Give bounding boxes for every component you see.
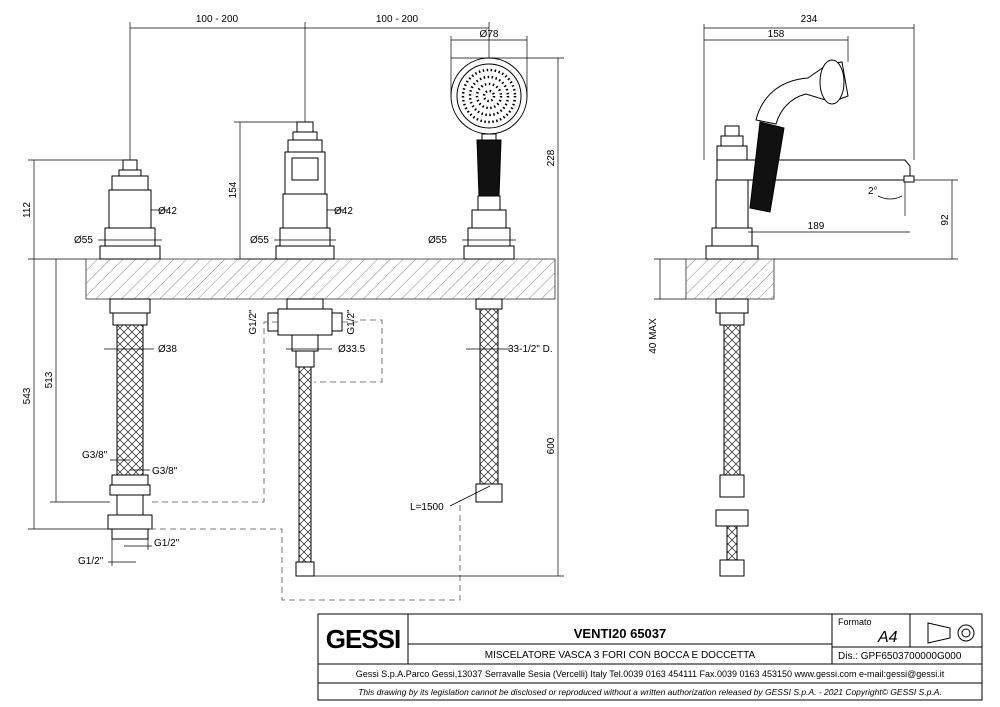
dim-base-dia-mid: Ø55 xyxy=(250,235,269,246)
dim-shower-dia: Ø78 xyxy=(480,29,499,40)
deck-section-front xyxy=(85,258,556,300)
dim-angle: 2° xyxy=(868,186,878,197)
dim-543: 543 xyxy=(22,387,33,404)
dim-body-dia-mid: Ø42 xyxy=(334,206,353,217)
format-value: A4 xyxy=(877,629,898,646)
company-info: Gessi S.p.A.Parco Gessi,13037 Serravalle… xyxy=(356,669,945,679)
dim-dia-33-5: Ø33.5 xyxy=(338,344,366,355)
model-description: MISCELATORE VASCA 3 FORI CON BOCCA E DOC… xyxy=(485,650,756,661)
middle-valve xyxy=(267,121,343,577)
dim-side-body: 158 xyxy=(768,29,785,40)
side-view xyxy=(705,59,915,577)
dim-spacing-left: 100 - 200 xyxy=(196,14,239,25)
dim-hose-length: L=1500 xyxy=(410,502,444,513)
dim-side-overall: 234 xyxy=(801,14,818,25)
dimension-lines xyxy=(28,22,958,577)
dim-base-dia-left: Ø55 xyxy=(74,235,93,246)
dim-height-mid: 154 xyxy=(228,181,239,198)
deck-section-side xyxy=(685,258,775,300)
thread-g38-a: G3/8" xyxy=(82,450,108,461)
dim-deck-max: 40 MAX xyxy=(648,318,659,354)
thread-g12-right: G1/2" xyxy=(346,309,357,335)
dim-body-dia-left: Ø42 xyxy=(158,206,177,217)
model-title: VENTI20 65037 xyxy=(574,626,667,641)
dim-600: 600 xyxy=(546,437,557,454)
format-label: Formato xyxy=(838,617,872,627)
dim-base-dia-shower: Ø55 xyxy=(428,235,447,246)
dimension-labels: 100 - 200 100 - 200 Ø78 234 158 112 154 … xyxy=(22,14,951,567)
dim-hose-dia: 33-1/2" D. xyxy=(508,344,553,355)
left-valve xyxy=(99,159,161,540)
drawing-number: Dis.: GPF6503700000G000 xyxy=(838,651,962,662)
dim-spacing-right: 100 - 200 xyxy=(376,14,419,25)
title-block-text: GESSI VENTI20 65037 MISCELATORE VASCA 3 … xyxy=(326,617,962,697)
dim-reach: 189 xyxy=(808,221,825,232)
gessi-logo: GESSI xyxy=(326,624,400,654)
dim-spout-height: 92 xyxy=(940,214,951,226)
dim-513: 513 xyxy=(44,371,55,388)
legal-notice: This drawing by its legislation cannot b… xyxy=(358,687,942,697)
thread-g12-left: G1/2" xyxy=(248,309,259,335)
thread-g12-d: G1/2" xyxy=(78,556,104,567)
thread-g12-c: G1/2" xyxy=(154,538,180,549)
dashed-lines xyxy=(150,319,461,601)
dim-dia-38: Ø38 xyxy=(158,344,177,355)
dim-height-left: 112 xyxy=(22,202,33,218)
dim-height-shower: 228 xyxy=(546,149,557,166)
hand-shower xyxy=(450,57,528,503)
title-block xyxy=(317,613,983,701)
thread-g38-b: G3/8" xyxy=(152,466,178,477)
